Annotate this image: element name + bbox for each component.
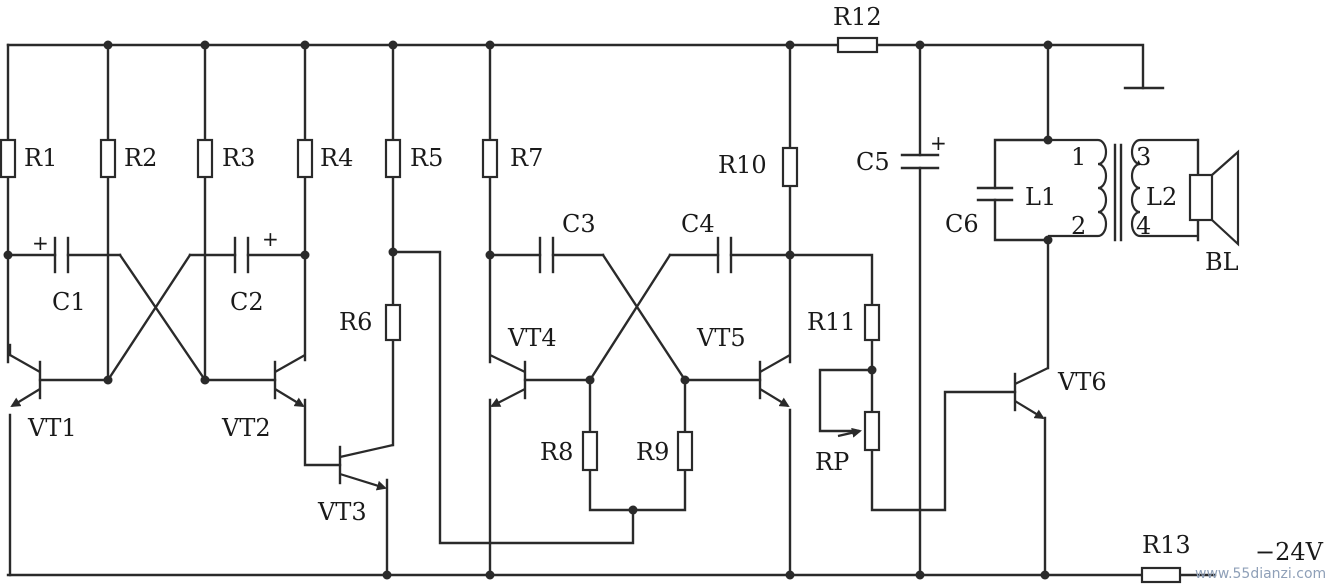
- resistor-r9: [676, 430, 694, 472]
- transformer-core: [1113, 143, 1123, 242]
- capacitor-c1: [53, 236, 70, 274]
- capacitor-c4: [716, 236, 733, 274]
- vt3-stage-wiring: [385, 43, 635, 577]
- resistor-r2: [99, 138, 117, 179]
- transistor-vt3: [338, 443, 394, 491]
- transistor-vt5: [758, 354, 791, 408]
- inductor-l2: [1130, 138, 1198, 238]
- inductor-l1: [1048, 138, 1108, 238]
- resistor-r12: [836, 36, 879, 54]
- watermark-text: www.55dianzi.com: [1195, 566, 1326, 582]
- label-pin-4: 4: [1136, 212, 1151, 240]
- label-r6: R6: [339, 308, 372, 336]
- speaker-icon: [1188, 149, 1240, 247]
- capacitor-c3: [538, 236, 555, 274]
- label-vt1: VT1: [27, 414, 77, 442]
- label-pin-3: 3: [1136, 143, 1151, 171]
- label-rp: RP: [815, 448, 849, 476]
- label-vt3: VT3: [317, 498, 367, 526]
- label-l1: L1: [1025, 183, 1056, 211]
- label-r8: R8: [540, 438, 573, 466]
- label-vt4: VT4: [507, 324, 557, 352]
- label-c5-plus: +: [930, 131, 947, 155]
- multivibrator-2-wiring: [488, 43, 874, 577]
- label-c5: C5: [856, 148, 890, 176]
- resistor-r4: [296, 138, 314, 179]
- label-r4: R4: [320, 144, 353, 172]
- label-vt6: VT6: [1057, 368, 1107, 396]
- label-r12: R12: [833, 3, 882, 31]
- resistor-r8: [581, 430, 599, 472]
- resistor-r11: [863, 303, 881, 342]
- label-vt5: VT5: [696, 324, 746, 352]
- label-bl: BL: [1205, 248, 1239, 276]
- label-c3: C3: [562, 210, 596, 238]
- label-pin-2: 2: [1071, 212, 1086, 240]
- transistor-vt1: [8, 343, 42, 408]
- label-vt2: VT2: [221, 414, 271, 442]
- label-r5: R5: [410, 144, 443, 172]
- r11-rp-wiring: [818, 338, 1017, 512]
- resistor-r5: [384, 138, 402, 179]
- resistor-r10: [781, 146, 799, 188]
- label-c4: C4: [681, 210, 715, 238]
- resistor-r7: [481, 138, 499, 179]
- label-r7: R7: [510, 144, 543, 172]
- label-c2-plus: +: [262, 227, 279, 251]
- label-l2: L2: [1146, 183, 1177, 211]
- transistor-vt6: [1013, 367, 1049, 420]
- label-c2: C2: [230, 288, 264, 316]
- rp-wiper-arrow: [837, 427, 862, 438]
- resistor-r3: [196, 138, 214, 179]
- output-stage-wiring: [993, 43, 1050, 577]
- label-c1-plus: +: [32, 231, 49, 255]
- label-r1: R1: [24, 144, 57, 172]
- label-r13: R13: [1142, 531, 1191, 559]
- potentiometer-rp: [863, 410, 881, 452]
- capacitor-c2: [233, 236, 250, 274]
- resistor-r1: [0, 138, 17, 179]
- label-r2: R2: [124, 144, 157, 172]
- label-r10: R10: [718, 151, 767, 179]
- capacitor-c6: [976, 186, 1014, 202]
- label-supply-voltage: −24V: [1255, 538, 1324, 566]
- transistor-vt4: [489, 354, 527, 407]
- label-c1: C1: [52, 288, 86, 316]
- resistor-r13: [1140, 566, 1182, 584]
- top-rail: [6, 43, 1165, 90]
- multivibrator-1-wiring: [6, 43, 342, 577]
- transistor-vt2: [273, 354, 306, 408]
- resistor-r6: [384, 303, 402, 342]
- label-r9: R9: [636, 438, 669, 466]
- label-c6: C6: [945, 210, 979, 238]
- label-r11: R11: [807, 308, 856, 336]
- label-pin-1: 1: [1071, 143, 1086, 171]
- junction-dots: [3, 40, 1053, 580]
- label-r3: R3: [222, 144, 255, 172]
- capacitor-c5: [900, 43, 940, 577]
